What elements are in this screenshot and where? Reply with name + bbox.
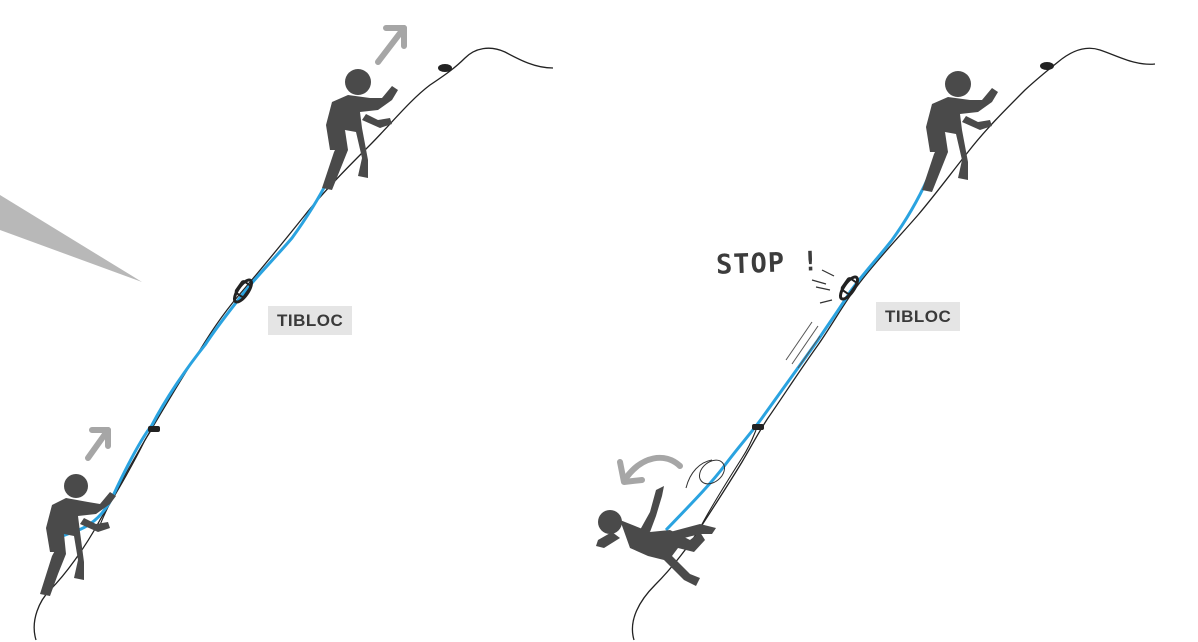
up-arrow-icon [375,25,407,65]
falling-climber-figure [596,486,716,586]
rope-clamp-icon [838,275,860,301]
tibloc-label-left: TIBLOC [268,306,353,335]
protection-icon [148,426,160,432]
right-blue-rope [664,134,946,532]
speed-lines [785,321,821,369]
left-scene [33,25,554,641]
impact-lines [811,269,835,304]
rope-swirl [698,459,726,485]
climber-figure [922,71,998,192]
left-blue-rope [61,134,346,538]
up-arrow-icon [85,427,111,461]
protection-icon [752,424,764,430]
right-black-rope-2 [699,429,757,529]
pointer-wedge [0,195,142,282]
climber-figure [322,69,398,190]
anchor-icon [1040,62,1054,70]
right-scene [596,47,1156,641]
right-black-rope [631,47,1156,641]
climber-figure [40,474,116,596]
stop-exclamation: STOP ! [715,246,821,281]
anchor-icon [438,64,452,72]
rope-clamp-icon [232,278,254,304]
rope-swirl-2 [685,459,713,489]
curved-arrow-icon [617,455,683,485]
left-black-rope [33,47,554,641]
tibloc-label-right: TIBLOC [876,302,961,331]
